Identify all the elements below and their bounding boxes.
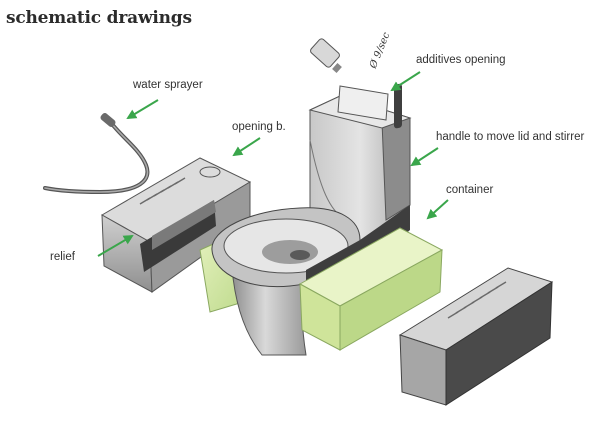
- green-container-block: [298, 227, 444, 351]
- label-additives-opening: additives opening: [416, 54, 506, 66]
- arrow-water-sprayer: [126, 99, 159, 120]
- lid-relief-box: [100, 157, 252, 293]
- label-handle: handle to move lid and stirrer: [436, 131, 585, 143]
- pointer-arrows: [97, 71, 449, 257]
- label-water-sprayer: water sprayer: [133, 79, 203, 91]
- arrow-opening-b: [232, 137, 261, 157]
- diagram-title: schematic drawings: [6, 8, 192, 28]
- arrow-handle: [410, 147, 439, 167]
- arrow-container: [426, 199, 449, 220]
- arrow-additives-opening: [390, 71, 421, 92]
- additive-bottle: [310, 38, 342, 73]
- container-box: [398, 267, 554, 406]
- label-relief: relief: [50, 251, 75, 263]
- arrow-relief: [97, 234, 134, 257]
- water-sprayer: [43, 113, 150, 195]
- label-opening-b: opening b.: [232, 121, 286, 133]
- label-container: container: [446, 184, 494, 196]
